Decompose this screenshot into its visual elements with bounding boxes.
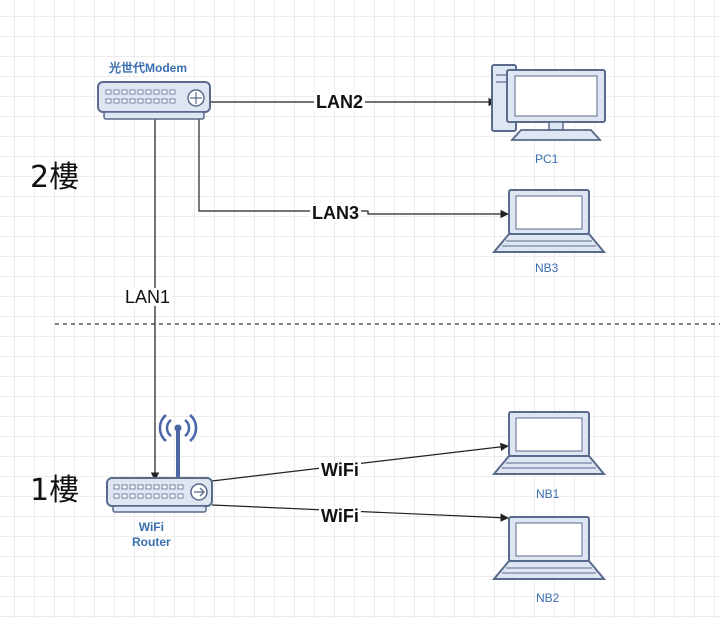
laptop-nb2-icon <box>491 516 607 580</box>
floor-1-label: 1樓 <box>30 473 80 508</box>
nb3-label: NB3 <box>535 261 559 275</box>
laptop-nb1-icon <box>491 411 607 475</box>
pc1-label: PC1 <box>535 152 559 166</box>
wifi-nb1-label: WiFi <box>319 460 361 480</box>
router-label: WiFi Router <box>132 520 171 549</box>
nb1-label: NB1 <box>536 487 560 501</box>
lan3-label: LAN3 <box>310 203 362 223</box>
nb2-label: NB2 <box>536 591 560 605</box>
edge-lan3 <box>198 118 509 219</box>
laptop-nb3-icon <box>491 189 607 253</box>
wifi-nb2-label: WiFi <box>319 506 361 526</box>
modem-icon <box>97 81 211 120</box>
lan1-label: LAN1 <box>123 287 173 307</box>
desktop-pc-icon <box>491 64 606 141</box>
floor-2-label: 2樓 <box>30 160 80 195</box>
lan2-label: LAN2 <box>314 92 366 112</box>
wifi-router-icon <box>106 414 213 513</box>
modem-label: 光世代Modem <box>109 61 188 75</box>
